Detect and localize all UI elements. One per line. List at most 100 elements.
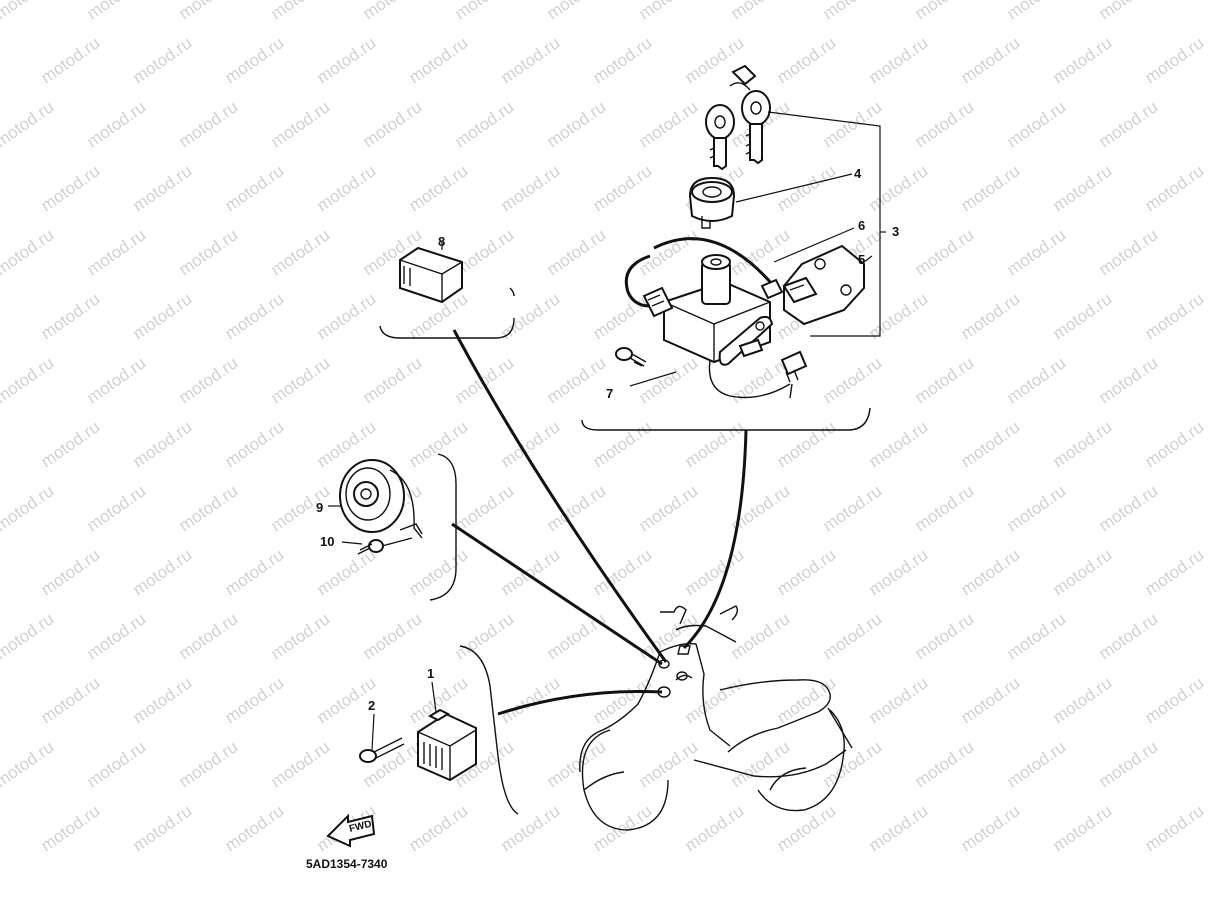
watermark-text: motod.ru — [83, 609, 149, 663]
watermark-text: motod.ru — [267, 0, 333, 23]
watermark-text: motod.ru — [819, 97, 885, 151]
watermark-text: motod.ru — [1003, 481, 1069, 535]
lock-cylinder-icon — [688, 176, 736, 229]
watermark-text: motod.ru — [681, 673, 747, 727]
watermark-text: motod.ru — [1049, 161, 1115, 215]
watermark-text: motod.ru — [957, 417, 1023, 471]
watermark-text: motod.ru — [175, 0, 241, 23]
watermark-text: motod.ru — [543, 0, 609, 23]
watermark-text: motod.ru — [221, 673, 287, 727]
watermark-text: motod.ru — [1049, 33, 1115, 87]
callout-1: 1 — [427, 666, 434, 681]
watermark-text: motod.ru — [865, 801, 931, 855]
watermark-text: motod.ru — [129, 545, 195, 599]
watermark-text: motod.ru — [267, 609, 333, 663]
watermark-text: motod.ru — [37, 545, 103, 599]
watermark-text: motod.ru — [0, 97, 57, 151]
watermark-text: motod.ru — [543, 737, 609, 791]
watermark-text: motod.ru — [911, 737, 977, 791]
watermark-text: motod.ru — [83, 481, 149, 535]
watermark-text: motod.ru — [635, 0, 701, 23]
watermark-text: motod.ru — [1003, 225, 1069, 279]
watermark-text: motod.ru — [681, 33, 747, 87]
watermark-text: motod.ru — [543, 353, 609, 407]
callout-10: 10 — [320, 534, 334, 549]
watermark-text: motod.ru — [359, 737, 425, 791]
watermark-text: motod.ru — [1095, 737, 1161, 791]
relay-icon — [417, 708, 477, 782]
watermark-text: motod.ru — [405, 161, 471, 215]
watermark-text: motod.ru — [405, 545, 471, 599]
watermark-text: motod.ru — [129, 33, 195, 87]
callout-4: 4 — [854, 166, 862, 181]
relay-icon — [399, 246, 463, 304]
watermark-text: motod.ru — [1003, 737, 1069, 791]
watermark-text: motod.ru — [589, 673, 655, 727]
watermark-text: motod.ru — [37, 417, 103, 471]
watermark-text: motod.ru — [773, 161, 839, 215]
callout-9: 9 — [316, 500, 323, 515]
watermark-text: motod.ru — [359, 0, 425, 23]
callout-2: 2 — [368, 698, 375, 713]
watermark-text: motod.ru — [359, 609, 425, 663]
callout-8: 8 — [438, 234, 445, 249]
watermark-text: motod.ru — [129, 801, 195, 855]
watermark-text: motod.ru — [1049, 417, 1115, 471]
watermark-text: motod.ru — [957, 801, 1023, 855]
watermark-text: motod.ru — [451, 97, 517, 151]
watermark-text: motod.ru — [0, 737, 57, 791]
watermark-text: motod.ru — [865, 545, 931, 599]
connector-lines — [451, 329, 748, 716]
watermark-text: motod.ru — [83, 97, 149, 151]
watermark-text: motod.ru — [221, 801, 287, 855]
watermark-text: motod.ru — [681, 545, 747, 599]
watermark-text: motod.ru — [635, 481, 701, 535]
watermark-text: motod.ru — [1049, 289, 1115, 343]
watermark-text: motod.ru — [957, 673, 1023, 727]
watermark-text: motod.ru — [635, 609, 701, 663]
seat-lock-icon — [782, 244, 865, 326]
watermark-text: motod.ru — [313, 289, 379, 343]
fwd-arrow-icon: FWD — [326, 813, 376, 848]
watermark-text: motod.ru — [175, 481, 241, 535]
watermark-text: motod.ru — [37, 801, 103, 855]
watermark-text: motod.ru — [451, 609, 517, 663]
watermark-text: motod.ru — [911, 225, 977, 279]
watermark-text: motod.ru — [1141, 161, 1207, 215]
watermark-text: motod.ru — [497, 161, 563, 215]
watermark-text: motod.ru — [681, 417, 747, 471]
watermark-layer: motod.ru motod.ru motod.ru motod.ru motod.ru… — [0, 0, 1207, 855]
watermark-text: motod.ru — [221, 33, 287, 87]
watermark-text: motod.ru — [1095, 97, 1161, 151]
watermark-text: motod.ru — [267, 737, 333, 791]
watermark-text: motod.ru — [635, 97, 701, 151]
watermark-text: motod.ru — [865, 33, 931, 87]
watermark-text: motod.ru — [1003, 609, 1069, 663]
watermark-text: motod.ru — [1141, 33, 1207, 87]
watermark-text: motod.ru — [1141, 545, 1207, 599]
watermark-text: motod.ru — [451, 481, 517, 535]
watermark-text: motod.ru — [865, 161, 931, 215]
watermark-text: motod.ru — [129, 673, 195, 727]
callout-3: 3 — [892, 224, 899, 239]
watermark-text: motod.ru — [589, 417, 655, 471]
watermark-text: motod.ru — [0, 0, 57, 23]
watermark-text: motod.ru — [359, 97, 425, 151]
watermark-text: motod.ru — [865, 417, 931, 471]
watermark-text: motod.ru — [175, 97, 241, 151]
watermark-text: motod.ru — [451, 353, 517, 407]
watermark-text: motod.ru — [773, 545, 839, 599]
watermark-text: motod.ru — [267, 97, 333, 151]
watermark-text: motod.ru — [589, 161, 655, 215]
watermark-text: motod.ru — [83, 0, 149, 23]
watermark-text: motod.ru — [819, 609, 885, 663]
watermark-text: motod.ru — [865, 289, 931, 343]
watermark-text: motod.ru — [313, 161, 379, 215]
horn-group — [328, 453, 457, 601]
watermark-text: motod.ru — [819, 481, 885, 535]
watermark-text: motod.ru — [543, 609, 609, 663]
watermark-text: motod.ru — [0, 225, 57, 279]
watermark-text: motod.ru — [313, 33, 379, 87]
relay-top-group — [379, 242, 515, 339]
